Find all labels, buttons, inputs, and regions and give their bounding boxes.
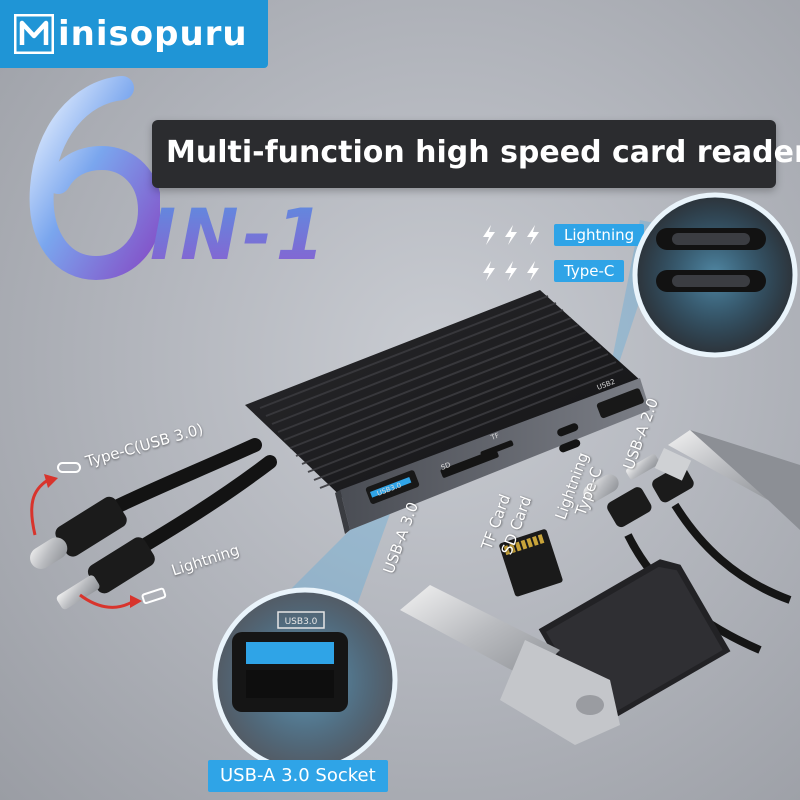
tf-slot [480,440,514,458]
lightning-bolt-icon [527,225,539,245]
usb-flash-drive-right [654,430,800,530]
zoom-socket-mark: USB3.0 [285,617,318,627]
hero-number-six: 6 [29,76,160,280]
brand-logo-icon [14,14,54,54]
lightning-bolt-icon [483,225,495,245]
usb-flash-drive-bottom [400,585,620,745]
type-c-connector-icon [57,462,81,473]
type-c-cable [103,438,262,517]
type-c-port [559,439,581,453]
zoom-lens-top [632,192,798,358]
lightning-cable [133,455,277,555]
lightning-bolt-icon [505,261,517,281]
lightning-port [557,423,579,437]
hub-body [245,290,640,505]
panel-mark-tf: TF [489,431,501,442]
speed-chip-lightning: Lightning [554,224,645,246]
lightning-bolt-icon [527,261,539,281]
lightning-connector-icon [141,587,167,605]
zoom-lens-bottom: USB3.0 [212,587,398,773]
speed-chip-type-c: Type-C [554,260,625,282]
arrow-lightning [79,593,133,609]
usb2-port [596,388,644,419]
headline-banner [152,120,776,188]
zoom-caption: USB-A 3.0 Socket [208,760,388,792]
lightning-bolt-icon [505,225,517,245]
panel-mark-sd: SD [440,461,452,472]
brand-name: inisopuru [58,14,248,54]
arrow-type-c [30,478,49,536]
headline-text: Multi-function high speed card reader [166,135,800,170]
speed-badge-type-c: Type-C [480,260,625,282]
lightning-plug [56,537,155,610]
tf-card [499,529,563,597]
hub-device: USB3.0 SD TF USB2 [245,290,650,534]
lightning-bolt-icon [483,261,495,281]
speed-badge-lightning: Lightning [480,224,645,246]
hero-suffix: IN-1 [150,194,329,276]
type-c-plug [30,496,127,569]
